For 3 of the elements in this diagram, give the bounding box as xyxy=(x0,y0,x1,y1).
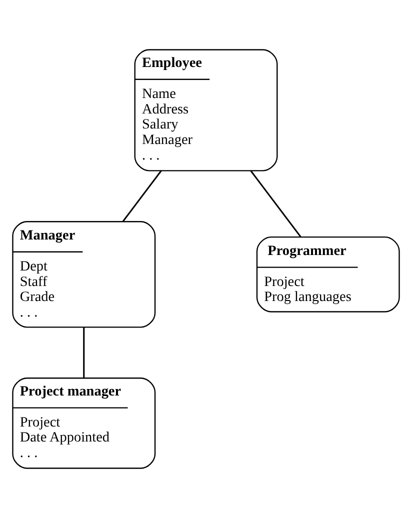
connector xyxy=(83,326,85,378)
connector xyxy=(122,170,162,222)
connector xyxy=(250,170,302,237)
